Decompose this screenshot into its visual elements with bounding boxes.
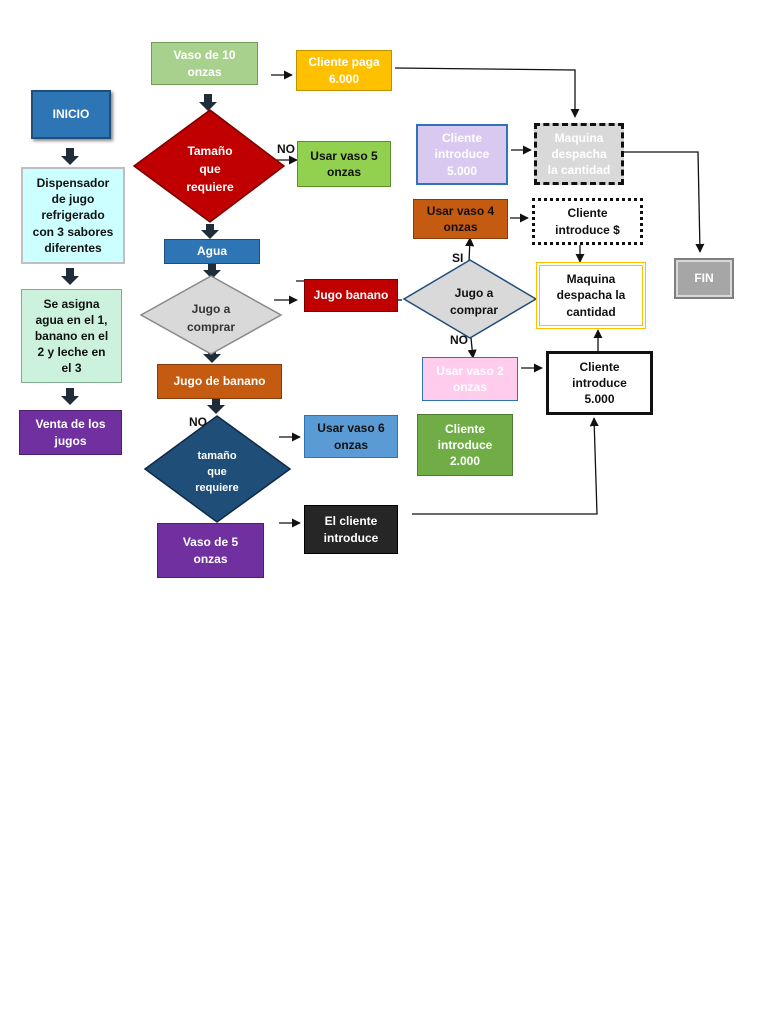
label-no-1: NO: [277, 142, 295, 156]
node-usar-vaso-4: Usar vaso 4 onzas: [413, 199, 508, 239]
connectors: [271, 67, 705, 528]
label-no-2: NO: [189, 415, 207, 429]
decision-jugo-comprar-1-line2: comprar: [187, 320, 235, 334]
decision-jugo-comprar-1-line1: Jugo a: [192, 302, 231, 316]
node-usar-vaso-2: Usar vaso 2 onzas: [422, 357, 518, 401]
node-usar-vaso-5: Usar vaso 5 onzas: [297, 141, 391, 187]
decision-tamano-2-line3: requiere: [195, 482, 238, 494]
node-cliente-introduce-2000: Cliente introduce 2.000: [417, 414, 513, 476]
decision-jugo-comprar-2-line1: Jugo a: [455, 286, 494, 300]
decision-tamano-2-line2: que: [207, 466, 227, 478]
node-se-asigna: Se asigna agua en el 1, banano en el 2 y…: [21, 289, 122, 383]
decision-tamano-1-line2: que: [199, 162, 221, 176]
node-cliente-introduce-5000-a: Cliente introduce 5.000: [416, 124, 508, 185]
decision-tamano-1-line3: requiere: [186, 180, 234, 194]
node-venta-jugos: Venta de los jugos: [19, 410, 122, 455]
decision-jugo-comprar-2: Jugo a comprar: [402, 259, 538, 339]
decision-jugo-comprar-1: Jugo a comprar: [139, 275, 283, 355]
node-vaso-5-onzas: Vaso de 5 onzas: [157, 523, 264, 578]
node-inicio: INICIO: [31, 90, 111, 139]
node-cliente-introduce-dinero: Cliente introduce $: [532, 198, 643, 245]
node-cliente-paga: Cliente paga 6.000: [296, 50, 392, 91]
label-si: SI: [452, 251, 464, 265]
node-maquina-despacha-1: Maquina despacha la cantidad: [534, 123, 624, 185]
node-jugo-de-banano: Jugo de banano: [157, 364, 282, 399]
decision-tamano-1: Tamaño que requiere: [132, 109, 286, 223]
decision-tamano-1-line1: Tamaño: [187, 144, 232, 158]
decision-tamano-2: tamaño que requiere: [143, 415, 292, 523]
node-jugo-banano: Jugo banano: [304, 279, 398, 312]
decision-tamano-2-line1: tamaño: [197, 450, 236, 462]
node-fin: FIN: [674, 258, 734, 299]
node-cliente-introduce-5000-b: Cliente introduce 5.000: [546, 351, 653, 415]
decision-jugo-comprar-2-line2: comprar: [450, 303, 498, 317]
node-vaso-10-onzas: Vaso de 10 onzas: [151, 42, 258, 85]
label-no-3: NO: [450, 333, 468, 347]
node-usar-vaso-6: Usar vaso 6 onzas: [304, 415, 398, 458]
node-dispensador: Dispensador de jugo refrigerado con 3 sa…: [21, 167, 125, 264]
node-agua: Agua: [164, 239, 260, 264]
node-maquina-despacha-2: Maquina despacha la cantidad: [536, 262, 646, 329]
node-el-cliente-introduce: El cliente introduce: [304, 505, 398, 554]
